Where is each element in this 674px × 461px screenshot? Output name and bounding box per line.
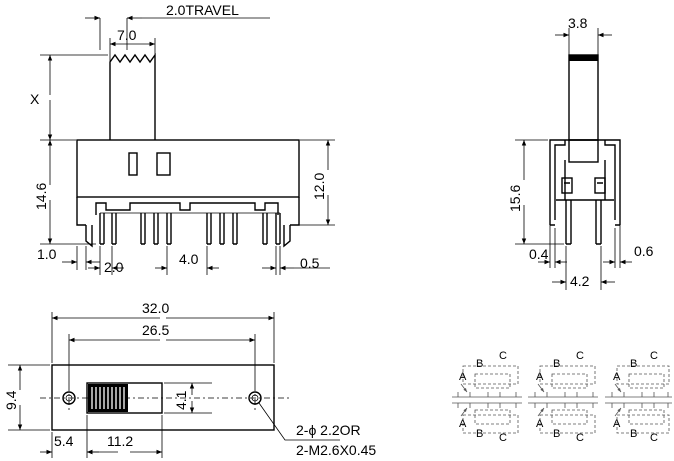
hole-spacing-label: 26.5	[142, 322, 169, 338]
contact-label-b: B	[553, 358, 560, 370]
end-tab-right	[283, 225, 291, 248]
side-height-label: 15.6	[507, 185, 523, 212]
side-slider	[568, 139, 599, 163]
overall-length-label: 32.0	[142, 300, 169, 316]
contact-label-c: C	[576, 350, 584, 362]
mount-hole-right	[248, 391, 262, 405]
schematic-group-1: A B C A B C	[452, 350, 522, 444]
front-view: 2.0TRAVEL 7.0 X 14.6 12.0 1.0 2.0	[30, 2, 335, 275]
contact-label-b: B	[476, 428, 483, 440]
end-tab-left	[85, 225, 93, 248]
frame-bottom	[76, 197, 300, 226]
height-12-label: 12.0	[311, 173, 327, 200]
hole-note-1: 2-ϕ 2.2OR	[296, 422, 361, 438]
schematic-group-3: A B C A B C	[605, 350, 672, 444]
contact-label-a: A	[459, 371, 467, 383]
body-window-right	[156, 152, 171, 176]
width-label: 9.4	[3, 390, 19, 410]
side-actuator-cap	[569, 55, 598, 61]
contact-label-b: B	[476, 358, 483, 370]
side-contact-right	[594, 177, 606, 194]
side-pin-left	[565, 200, 572, 245]
contact-label-a: A	[459, 418, 467, 430]
top-body	[51, 364, 275, 431]
slider-knob	[88, 384, 128, 412]
contact-label-a: A	[536, 418, 544, 430]
group-pitch-label: 4.0	[179, 251, 199, 267]
hole-note-2: 2-M2.6X0.45	[296, 442, 376, 458]
contact-label-c: C	[499, 350, 507, 362]
side-body-outline	[549, 139, 621, 225]
contact-label-c: C	[650, 350, 658, 362]
actuator-height-label: X	[30, 91, 40, 107]
side-actuator	[568, 54, 599, 141]
circuit-schematic: A B C A B C A B C A B C	[452, 350, 672, 444]
contact-label-c: C	[650, 432, 658, 444]
frame-feet	[95, 202, 279, 215]
travel-extension	[99, 18, 128, 50]
contact-label-a: A	[536, 371, 544, 383]
contact-label-a: A	[613, 418, 621, 430]
side-right-dim-label: 0.6	[634, 243, 654, 259]
contact-label-a: A	[613, 371, 621, 383]
contact-label-b: B	[630, 358, 637, 370]
slot-width-label: 4.1	[173, 390, 189, 410]
side-view: 3.8 15.6 0.4 0.6 4.2	[507, 15, 654, 290]
contact-label-b: B	[553, 428, 560, 440]
side-pin-right	[595, 200, 602, 245]
top-slot	[86, 382, 163, 414]
edge-offset-label: 5.4	[54, 433, 74, 449]
contact-label-c: C	[576, 432, 584, 444]
body-height-label: 14.6	[33, 183, 49, 210]
travel-label: 2.0TRAVEL	[166, 2, 239, 18]
switch-body	[76, 139, 300, 198]
actuator-outline	[109, 52, 156, 140]
top-view: 32.0 26.5 9.4 4.1 5.4 11.2 2-ϕ 2.2OR 2-M…	[3, 300, 376, 458]
side-left-dim-label: 0.4	[529, 246, 549, 262]
slot-offset-label: 11.2	[107, 433, 133, 449]
pin-pitch-label: 2.0	[104, 259, 124, 275]
body-window-left	[128, 152, 138, 176]
side-pin-spacing-label: 4.2	[570, 273, 590, 289]
terminal-pins	[99, 212, 281, 245]
mount-hole-left	[62, 391, 76, 405]
contact-label-b: B	[630, 428, 637, 440]
actuator-width-label: 7.0	[117, 27, 137, 43]
side-actuator-width-label: 3.8	[568, 15, 588, 31]
schematic-group-2: A B C A B C	[528, 350, 598, 444]
side-contact-left	[561, 177, 573, 194]
contact-label-c: C	[499, 432, 507, 444]
pin-thickness-label: 0.5	[300, 255, 320, 271]
pin-offset-label: 1.0	[37, 246, 57, 262]
